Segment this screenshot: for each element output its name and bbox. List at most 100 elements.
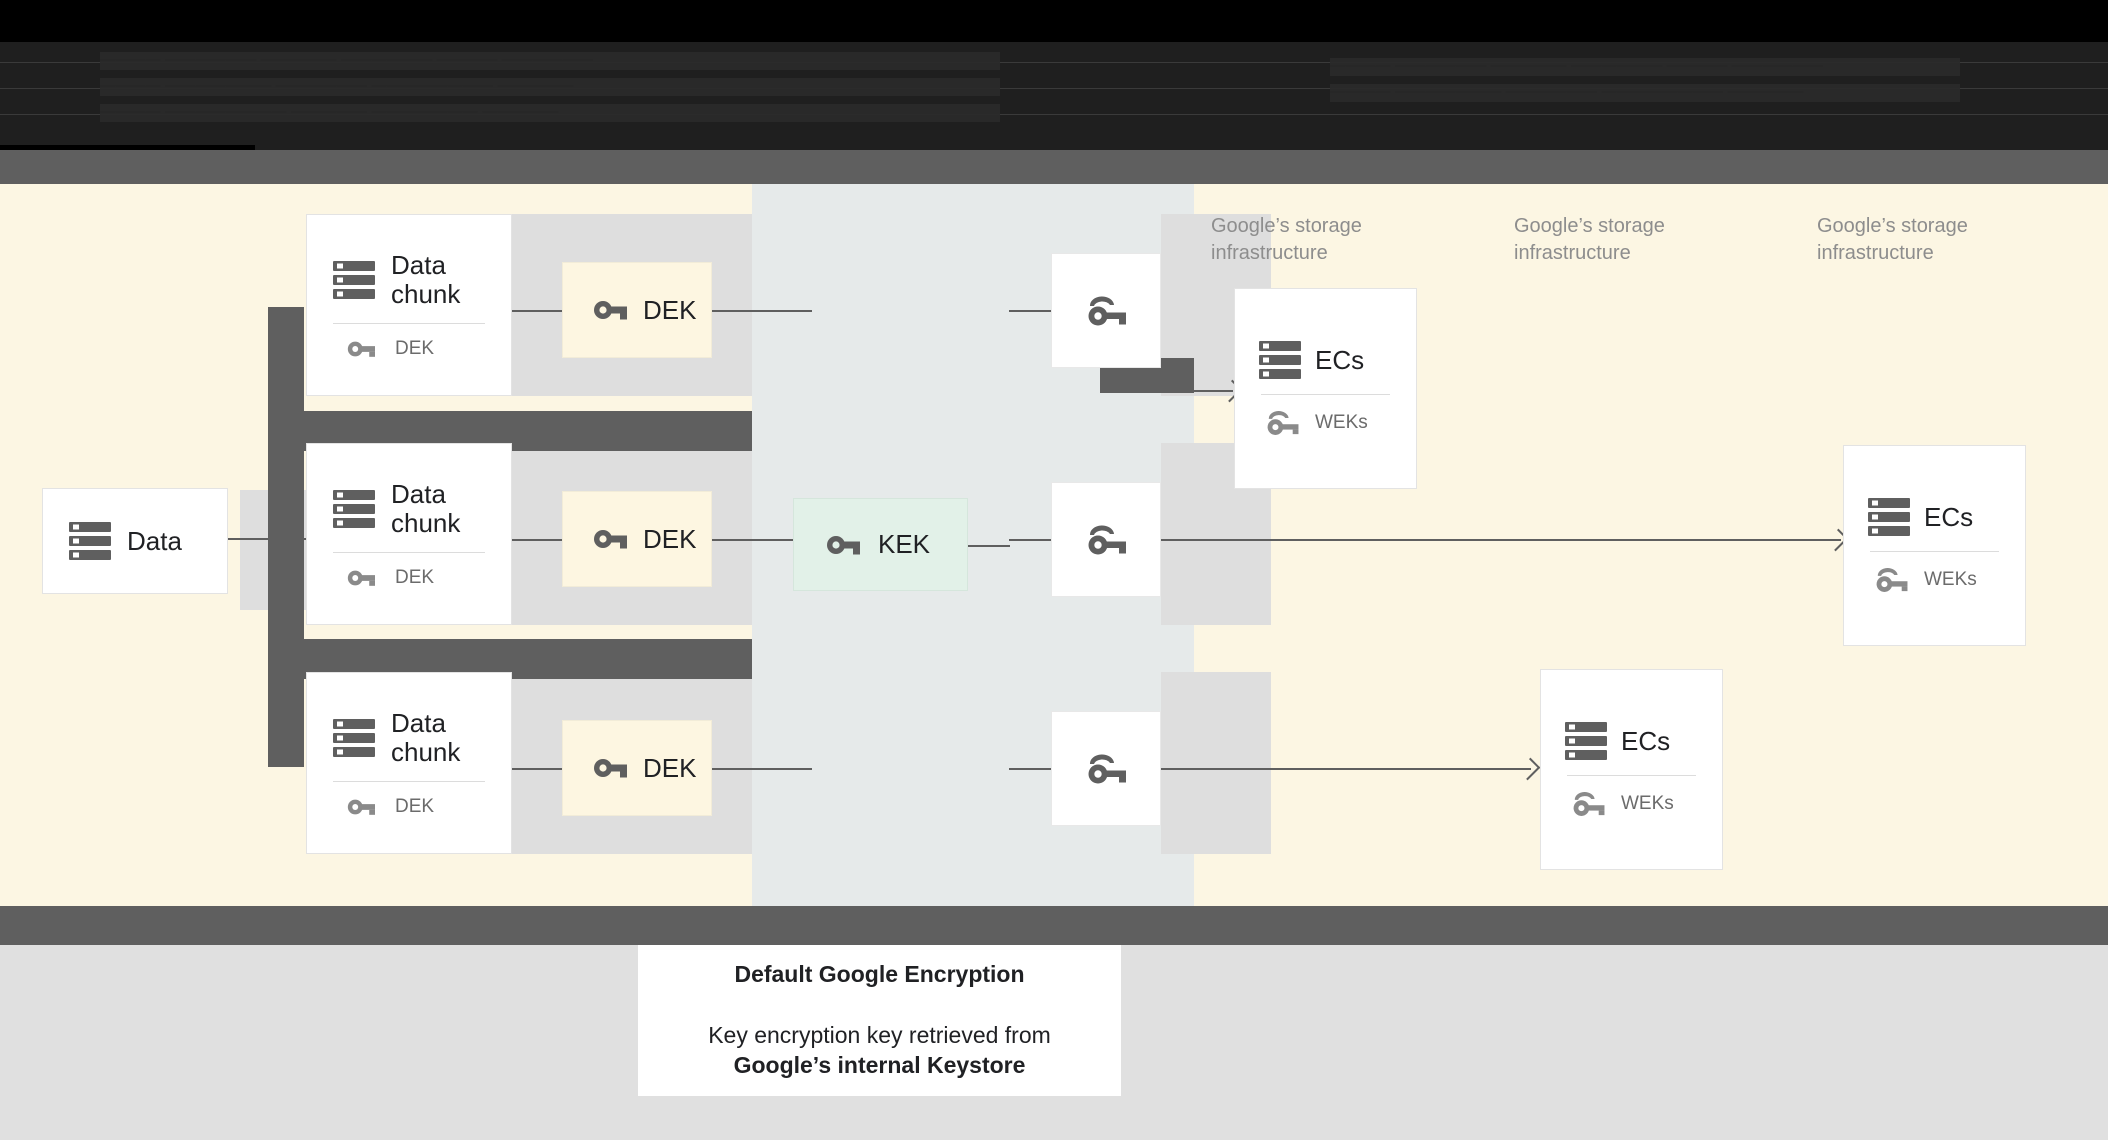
card-source-row: Data [43,521,227,561]
connector-chunk1-dek1 [512,310,582,312]
card-wrapped-key-1[interactable] [1051,253,1161,368]
top-gray-bar [0,150,2108,184]
obscured-header-line-3: ———— ———————— ————— ——————— ————— [100,104,1000,122]
chip-kek-label: KEK [878,529,931,559]
chunk-1-title: Data chunk [391,249,461,309]
wrapped-key-icon [1573,792,1605,816]
key-icon [347,570,375,586]
row-band-wk-3 [1161,672,1271,854]
chip-dek-2[interactable]: DEK [562,491,712,587]
chip-kek[interactable]: KEK [793,498,968,591]
chunk-2-divider [333,551,485,553]
connector-in-wk1 [1009,310,1051,312]
caption-body-line2: Google’s internal Keystore [733,1052,1026,1078]
ecs-2-title-row: ECs [1844,497,2025,537]
ecs-1-divider [1261,394,1390,395]
bottom-gray-bar [0,906,2108,945]
trunk-vertical [268,307,304,767]
obscured-header-line-4: ———— —————— ————— —————— ———— —————— [1330,58,1960,76]
chunk-1-divider [333,322,485,324]
connector-dek1-out [712,310,812,312]
wrapped-key-icon [1088,295,1126,325]
chip-dek-3[interactable]: DEK [562,720,712,816]
chunk-2-key-row: DEK [307,567,511,589]
connector-kek-out [968,545,1010,547]
chip-dek-1-label: DEK [643,294,697,325]
chunk-3-key-row: DEK [307,796,511,818]
card-data-chunk-3[interactable]: Data chunk DEK [306,672,512,854]
key-icon [594,301,627,320]
card-ecs-3[interactable]: ECs WEKs [1540,669,1723,870]
chunk-3-title-row: Data chunk [307,707,511,767]
ecs-3-title: ECs [1621,725,1671,756]
chip-dek-3-label: DEK [643,752,697,783]
connector-dek2-out [712,539,812,541]
connector-chunk3-dek3 [512,768,582,770]
infra-label-2: Google’s storage infrastructure [1514,215,1665,264]
caption-title: Default Google Encryption [734,961,1025,987]
chip-dek-1[interactable]: DEK [562,262,712,358]
card-ecs-2[interactable]: ECs WEKs [1843,445,2026,646]
ecs-3-divider [1567,775,1696,776]
server-stack-icon [1259,341,1301,379]
obscured-header-line-1: ———— —————— ————— —————— ———— —————— [100,52,1000,70]
card-wrapped-key-3[interactable] [1051,711,1161,826]
card-source-title: Data [127,525,182,556]
ecs-3-key-row: WEKs [1541,790,1722,818]
connector-source-to-trunk [228,538,308,540]
header-divider-1 [0,62,2108,63]
ecs-2-divider [1870,551,1999,552]
obscured-header-line-5: ———— ——————— —————— ———————— ————— [1330,84,1960,102]
ecs-2-title: ECs [1924,501,1974,532]
chunk-1-title-row: Data chunk [307,249,511,309]
obscured-header-line-2: ———— ——————— —————— ———————— ————— [100,78,1000,96]
arrow-line-2 [1161,539,1841,541]
server-stack-icon [333,718,375,757]
header-divider-3 [0,114,2108,115]
card-data-chunk-1[interactable]: Data chunk DEK [306,214,512,396]
chunk-3-title: Data chunk [391,707,461,767]
key-icon [594,530,627,549]
wrapped-key-icon [1088,753,1126,783]
caption-body: Key encryption key retrieved from Google… [708,1020,1051,1080]
connector-dek3-out [712,768,812,770]
header-edge-shadow [0,145,255,152]
server-stack-icon [333,489,375,528]
card-source-data[interactable]: Data [42,488,228,594]
connector-in-wk3 [1009,768,1051,770]
ecs-2-key-label: WEKs [1924,569,1977,590]
card-data-chunk-2[interactable]: Data chunk DEK [306,443,512,625]
key-icon [827,535,860,554]
chunk-3-divider [333,780,485,782]
key-icon [594,759,627,778]
server-stack-icon [1868,498,1910,536]
wrapped-key-icon [1088,524,1126,554]
wrapped-key-icon [1267,411,1299,435]
chunk-2-key-label: DEK [395,566,435,588]
caption-card: Default Google Encryption Key encryption… [638,945,1121,1096]
chip-dek-2-label: DEK [643,523,697,554]
connector-chunk2-dek2 [512,539,582,541]
ecs-3-title-row: ECs [1541,721,1722,761]
ecs-2-key-row: WEKs [1844,566,2025,594]
card-ecs-1[interactable]: ECs WEKs [1234,288,1417,489]
caption-body-line1: Key encryption key retrieved from [708,1022,1051,1048]
ecs-3-key-label: WEKs [1621,793,1674,814]
infra-label-1: Google’s storage infrastructure [1211,215,1362,264]
chunk-1-key-label: DEK [395,337,435,359]
server-stack-icon [69,522,111,560]
ecs-1-title-row: ECs [1235,340,1416,380]
wrapped-key-icon [1876,568,1908,592]
key-icon [347,341,375,357]
chunk-3-key-label: DEK [395,795,435,817]
ecs-1-key-label: WEKs [1315,412,1368,433]
ecs-1-key-row: WEKs [1235,409,1416,437]
card-wrapped-key-2[interactable] [1051,482,1161,597]
connector-in-wk2 [1009,539,1051,541]
server-stack-icon [1565,722,1607,760]
server-stack-icon [333,260,375,299]
chunk-1-key-row: DEK [307,338,511,360]
infra-label-3: Google’s storage infrastructure [1817,215,1968,264]
chunk-2-title: Data chunk [391,478,461,538]
